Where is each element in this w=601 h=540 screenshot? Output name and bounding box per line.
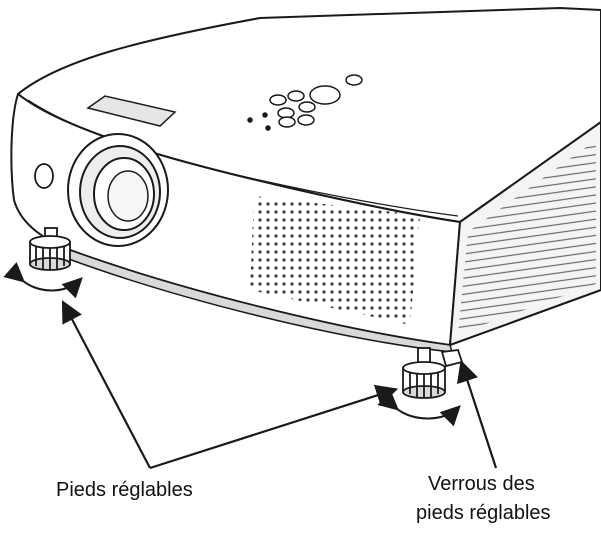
ir-sensor	[34, 163, 54, 189]
front-bevel-line	[27, 99, 459, 217]
control-button	[297, 114, 315, 126]
lens-assembly	[67, 133, 169, 247]
control-button-large	[309, 85, 341, 105]
pointer-arrow-right-foot	[149, 384, 399, 470]
control-button	[278, 116, 296, 128]
side-vent-ribs	[458, 140, 596, 334]
adjustable-feet-label: Pieds réglables	[56, 479, 193, 501]
rotation-arrow-right	[377, 389, 461, 427]
control-panel	[247, 74, 363, 131]
indicator-dot	[247, 117, 253, 123]
speaker-grille	[250, 196, 420, 325]
indicator-dot	[265, 125, 271, 131]
pointer-arrow-left-foot	[61, 300, 151, 469]
rotation-arrow-left	[3, 261, 83, 299]
pointer-arrow-foot-lock	[457, 359, 498, 469]
control-button	[287, 90, 305, 102]
control-button	[269, 94, 287, 106]
control-button	[345, 74, 363, 86]
pointer-arrows	[61, 300, 498, 470]
indicator-dot	[262, 112, 268, 118]
top-display-window	[86, 95, 177, 127]
adjustable-foot-right	[402, 347, 446, 399]
feet-locks-label-line2: pieds réglables	[416, 502, 551, 524]
feet-locks-label-line1: Verrous des	[428, 473, 535, 495]
foot-lock	[440, 349, 464, 368]
control-button	[298, 101, 316, 113]
